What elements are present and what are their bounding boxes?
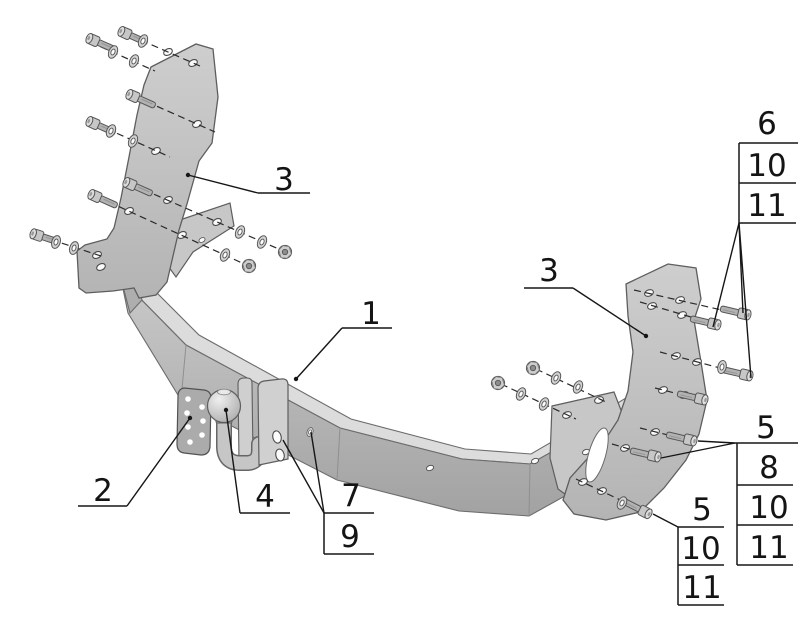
right-plate-slot [585,427,609,483]
callout-stack-mid-right: 5 8 10 11 [735,410,798,566]
callout-crossbeam: 1 [361,296,381,332]
stack-item: 6 [757,106,777,142]
stack-item: 10 [681,531,720,567]
callout-stack-bracket: 7 9 [323,478,374,555]
beam-crease [528,463,531,517]
stack-item: 5 [756,410,776,446]
callout-labels: 3 1 3 2 4 7 9 6 10 11 5 [78,106,798,606]
bolt [85,187,120,212]
callout-ball-end-plate: 2 [93,473,113,509]
stack-item: 10 [747,148,786,184]
callout-stack-top-right: 6 10 11 [738,106,798,224]
stack-item: 10 [749,490,788,526]
washer [217,246,233,264]
nut [277,244,293,260]
stack-item: 9 [340,519,360,555]
leader-line [660,442,736,459]
leader-dot [187,415,193,421]
plate-hole [199,432,205,438]
left-mounting-plate [76,43,219,299]
stack-item: 11 [749,530,788,566]
leader-dot [643,333,649,339]
stack-item: 5 [692,492,712,528]
bolt [718,303,753,322]
leader-line [126,417,191,507]
stack-item: 11 [682,570,721,606]
washer [232,223,248,241]
axis-line [639,301,719,326]
left-plate-face [76,43,219,299]
leader-dot [185,172,191,178]
ball-bracket-rear-plate [237,377,254,463]
stack-item: 8 [759,450,779,486]
leader-dot [223,407,229,413]
axis-line [659,351,751,377]
nut [241,258,257,274]
callout-stack-bottom-right: 5 10 11 [677,492,724,606]
leader-line [652,513,679,528]
axis-line [500,383,577,420]
leader-line [295,327,343,380]
stack-item: 7 [341,478,361,514]
leader-line [712,222,740,328]
plate-hole [185,396,191,402]
leader-line [310,431,325,514]
bracket-front-face [257,378,289,466]
washer [513,385,529,403]
axis-line [535,368,607,403]
ball-top-flat [217,388,231,396]
stack-item: 11 [747,188,786,224]
callout-left-side-plate: 3 [274,162,294,198]
leader-line [187,174,259,194]
leader-line [697,440,736,444]
plate-hole [187,439,193,445]
ball-bracket-front-plate [257,378,289,466]
axis-line [575,478,651,515]
washer [254,233,270,251]
washer [570,378,586,396]
plate-hole [200,418,206,424]
callout-tow-ball: 4 [255,479,275,515]
plate-hole [184,410,190,416]
bracket-hole [275,448,285,462]
plate-hole [185,424,191,430]
bracket-hole [272,430,282,444]
nut [490,375,506,391]
callout-right-side-plate: 3 [539,253,559,289]
bracket-rear-face [237,377,254,463]
leader-dot [293,376,299,382]
washer [548,369,564,387]
washer [536,395,552,413]
nut [525,360,541,376]
leader-lines [126,172,752,528]
beam-crease [336,427,341,481]
leader-line [282,439,325,514]
leader-line [572,287,647,337]
washer [126,52,142,70]
ball-end-plate [176,387,212,456]
end-plate-face [176,387,212,456]
leader-line [738,222,752,379]
leader-line [225,409,241,514]
plate-hole [199,404,205,410]
